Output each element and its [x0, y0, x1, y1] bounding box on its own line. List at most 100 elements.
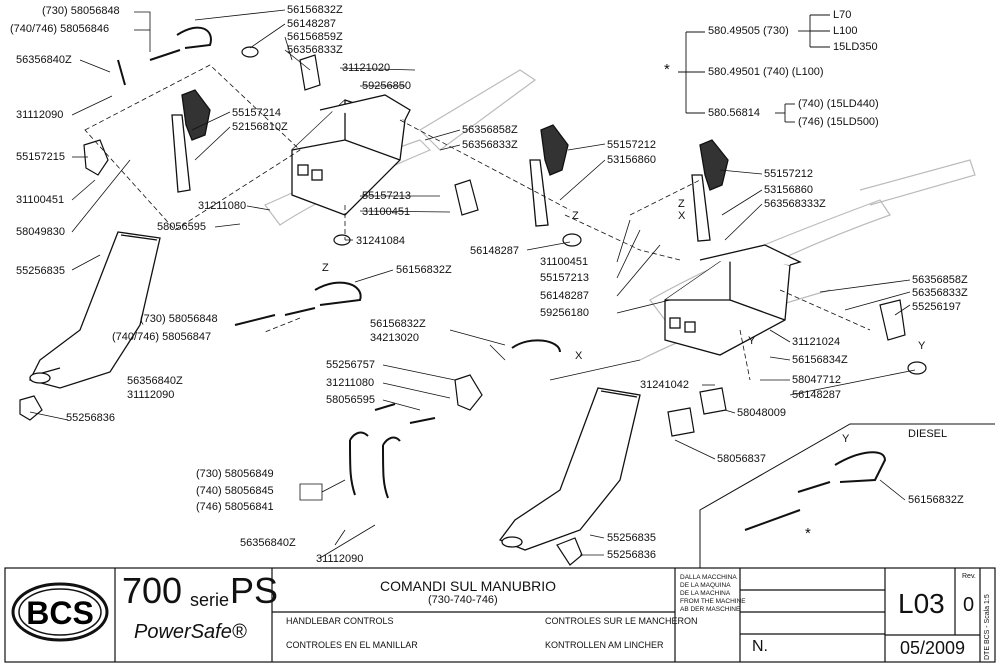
- table-code: L03: [898, 588, 945, 619]
- label-part-03: 56356840Z: [16, 54, 72, 66]
- label-part-49: 31112090: [127, 389, 175, 401]
- title-spanish: CONTROLES EN EL MANILLAR: [286, 640, 418, 650]
- label-part-30: 563568333Z: [764, 198, 826, 210]
- upper-control-box: [291, 94, 411, 216]
- series-suffix: PS: [230, 570, 279, 611]
- label-part-34: 59256180: [540, 307, 589, 319]
- label-part-44: 58056837: [717, 453, 766, 465]
- label-part-08: 55256835: [16, 265, 65, 277]
- label-part-27: 56148287: [470, 245, 519, 257]
- leader-lines: [29, 9, 916, 559]
- engine-group-3-model-2: (746) (15LD500): [798, 116, 879, 128]
- label-part-07: 58049830: [16, 226, 65, 238]
- label-part-52: 55256757: [326, 359, 375, 371]
- brand-text: BCS: [26, 595, 94, 631]
- label-part-46: (730) 58056848: [140, 313, 218, 325]
- label-part-21: 53156860: [607, 154, 656, 166]
- n-label: N.: [752, 638, 768, 655]
- label-part-55: (730) 58056849: [196, 468, 274, 480]
- label-part-02: (740/746) 58056846: [10, 23, 110, 35]
- axis-marker-y-3: Y: [842, 433, 850, 445]
- label-part-60: 55256835: [607, 532, 656, 544]
- label-part-43: 58048009: [737, 407, 786, 419]
- engine-group-3-code: 580.56814: [708, 107, 760, 119]
- title-models: (730-740-746): [428, 594, 498, 606]
- series-number: 700: [122, 570, 183, 611]
- axis-marker-y-2: Y: [918, 340, 926, 352]
- label-part-13: 56356833Z: [287, 44, 343, 56]
- lower-control-box: [664, 244, 802, 356]
- label-part-11: 56148287: [287, 18, 336, 30]
- label-part-29: 53156860: [764, 184, 813, 196]
- from-machine-line-1: DALLA MACCHINA: [680, 574, 737, 581]
- label-part-40: 58047712: [792, 374, 841, 386]
- title-english: HANDLEBAR CONTROLS: [286, 616, 394, 626]
- title-french: CONTROLES SUR LE MANCHERON: [545, 616, 698, 626]
- side-scale-text: DTE BCS - Scala 1:5: [984, 594, 991, 660]
- from-machine-line-4: FROM THE MACHINE: [680, 598, 746, 605]
- label-part-47: (740/746) 58056847: [112, 331, 212, 343]
- from-machine-line-5: AB DER MASCHINE: [680, 606, 741, 613]
- rods: [117, 26, 887, 531]
- from-machine-line-2: DE LA MAQUINA: [680, 582, 731, 589]
- label-part-10: 56156832Z: [287, 4, 343, 16]
- bcs-logo: BCS: [11, 582, 109, 642]
- label-part-26: 31241084: [356, 235, 405, 247]
- label-part-04: 31112090: [16, 109, 64, 121]
- left-grip-sleeve: [29, 231, 161, 389]
- product-name: PowerSafe®: [134, 621, 247, 643]
- label-part-53: 31211080: [326, 377, 375, 389]
- axis-marker-x-2: X: [678, 210, 686, 222]
- series-word: serie: [190, 590, 230, 610]
- label-part-45: 56156832Z: [396, 264, 452, 276]
- label-part-42: 31241042: [640, 379, 689, 391]
- label-part-56: (740) 58056845: [196, 485, 274, 497]
- label-part-59: 31112090: [316, 553, 364, 565]
- label-part-28: 55157212: [764, 168, 813, 180]
- label-part-39: 56156834Z: [792, 354, 848, 366]
- axis-marker-z-3: Z: [678, 198, 685, 210]
- axis-marker-z-1: Z: [572, 210, 579, 222]
- label-part-23: 31100451: [362, 206, 411, 218]
- label-part-14: 31121020: [342, 62, 391, 74]
- label-part-32: 55157213: [540, 272, 589, 284]
- diesel-inset-frame: [699, 423, 995, 568]
- label-part-06: 31100451: [16, 194, 65, 206]
- rev-label: Rev.: [962, 573, 976, 580]
- axis-marker-z-2: Z: [322, 262, 329, 274]
- assembly-lines: [84, 64, 871, 381]
- label-part-62: 56156832Z: [908, 494, 964, 506]
- title-german: KONTROLLEN AM LINCHER: [545, 640, 664, 650]
- label-part-24: 31211080: [198, 200, 247, 212]
- label-part-15: 59256850: [362, 80, 411, 92]
- axis-marker-y-1: Y: [748, 335, 756, 347]
- engine-group-1-model-3: 15LD350: [833, 41, 878, 53]
- engine-group-1-model-2: L100: [833, 25, 858, 37]
- diesel-section-label: DIESEL: [908, 428, 948, 440]
- drawing-date: 05/2009: [900, 638, 966, 658]
- label-part-61: 55256836: [607, 549, 656, 561]
- label-part-54: 58056595: [326, 394, 375, 406]
- label-part-38: 31121024: [792, 336, 841, 348]
- right-grip-sleeve: [498, 387, 641, 551]
- label-part-41: 56148287: [792, 389, 841, 401]
- label-part-48: 56356840Z: [127, 375, 183, 387]
- engine-group-1-code: 580.49505 (730): [708, 25, 789, 37]
- label-part-19: 56356833Z: [462, 139, 518, 151]
- levers: [171, 89, 729, 242]
- label-part-35: 56356858Z: [912, 274, 968, 286]
- label-part-16: 55157214: [232, 107, 281, 119]
- label-part-18: 56356858Z: [462, 124, 518, 136]
- label-part-20: 55157212: [607, 139, 656, 151]
- label-part-22: 55157213: [362, 190, 411, 202]
- title-italian: COMANDI SUL MANUBRIO: [380, 578, 557, 594]
- label-part-37: 55256197: [912, 301, 961, 313]
- engine-group-2-code: 580.49501 (740) (L100): [708, 66, 824, 78]
- label-part-17: 52156810Z: [232, 121, 288, 133]
- label-part-09: 55256836: [66, 412, 115, 424]
- label-part-05: 55157215: [16, 151, 65, 163]
- label-part-50: 56156832Z: [370, 318, 426, 330]
- engine-tree-root-marker: *: [664, 61, 670, 78]
